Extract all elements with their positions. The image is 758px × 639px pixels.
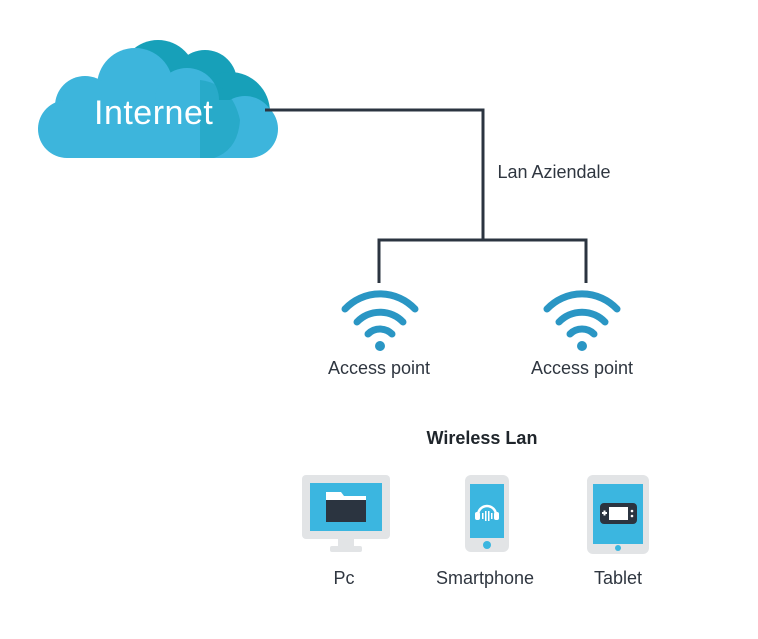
access-point-label: Access point (327, 358, 431, 378)
access-point-label: Access point (530, 358, 634, 378)
wireless-lan-title: Wireless Lan (426, 428, 538, 448)
lan-label: Lan Aziendale (497, 162, 611, 182)
lan-connection-lines (265, 108, 588, 283)
gamepad-icon (600, 503, 637, 524)
wifi-icon (341, 290, 419, 338)
wifi-dot (375, 341, 385, 351)
wifi-icon (543, 290, 621, 338)
pc-label: Pc (333, 568, 355, 588)
folder-icon (326, 492, 366, 522)
internet-label: Internet (94, 94, 214, 132)
wifi-dot (577, 341, 587, 351)
headphones-icon (475, 504, 499, 521)
internet-cloud-icon (38, 40, 278, 158)
smartphone-label: Smartphone (435, 568, 535, 588)
tablet-label: Tablet (593, 568, 643, 588)
smartphone-icon (465, 475, 509, 552)
